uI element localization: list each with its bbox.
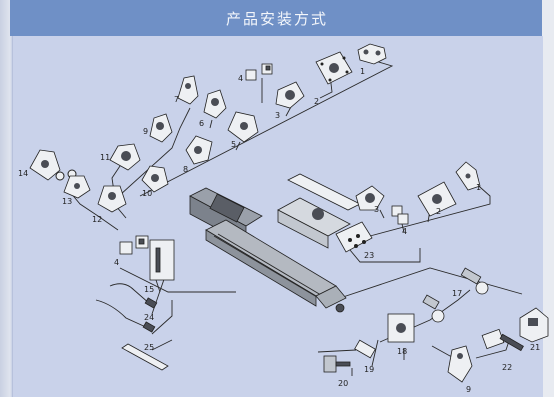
part-7-clevis: [177, 75, 199, 105]
part-21-clevis-bracket: [519, 307, 549, 343]
callout-21: 21: [530, 343, 540, 352]
callout-13: 13: [62, 197, 72, 206]
callout-11: 11: [100, 153, 110, 162]
callout-22: 22: [502, 363, 512, 372]
callout-24: 24: [144, 313, 154, 322]
callout-9-top: 9: [143, 127, 148, 136]
part-17-rod-eye: [460, 267, 489, 295]
callout-3-right: 3: [374, 205, 379, 214]
actuator-main-body: [189, 173, 373, 313]
part-15-mount-block: [149, 239, 175, 281]
page-title: 产品安装方式: [225, 9, 328, 28]
part-9-right-pivot-mount: [447, 345, 473, 383]
callout-2-right: 2: [436, 207, 441, 216]
callout-7: 7: [174, 95, 179, 104]
callout-18: 18: [397, 347, 407, 356]
callout-2-top: 2: [314, 97, 319, 106]
callout-9-bottom: 9: [466, 385, 471, 394]
part-1-right-bracket: [455, 161, 481, 191]
callout-3-top: 3: [275, 111, 280, 120]
callout-8: 8: [183, 165, 188, 174]
callout-23: 23: [364, 251, 374, 260]
callout-17: 17: [452, 289, 462, 298]
part-18-flange-plate: [387, 313, 415, 343]
callout-4-left: 4: [114, 258, 119, 267]
part-6-trunnion: [203, 89, 227, 119]
diagram-panel: [12, 36, 543, 397]
part-9-clevis-mount: [149, 113, 173, 143]
callout-10: 10: [142, 189, 152, 198]
callout-25: 25: [144, 343, 154, 352]
callout-19: 19: [364, 365, 374, 374]
part-11-bracket: [109, 143, 141, 171]
part-12-foot-bracket: [97, 185, 127, 213]
part-3-top-pivot: [275, 81, 305, 109]
callout-4-top: 4: [238, 74, 243, 83]
part-16-rod-end: [422, 294, 445, 323]
callout-12: 12: [92, 215, 102, 224]
part-5-pivot-block: [227, 111, 259, 143]
page-header: 产品安装方式: [10, 0, 544, 36]
part-22-threaded-rod-end: [481, 328, 524, 352]
part-19-rod-clevis: [354, 339, 376, 359]
part-1-top-bracket: [357, 43, 387, 65]
callout-1-right: 1: [476, 183, 481, 192]
part-4-top-blocks: [245, 63, 273, 81]
callout-15: 15: [144, 285, 154, 294]
callout-4-right: 4: [402, 227, 407, 236]
part-25-sensor-rail: [121, 343, 169, 371]
part-4-right-blocks: [391, 205, 409, 225]
callout-5: 5: [231, 140, 236, 149]
part-20-rod-coupler: [323, 355, 351, 373]
part-14-foot-mount: [29, 149, 77, 181]
right-margin: [542, 0, 554, 397]
part-3-right-pivot: [355, 185, 385, 211]
part-2-top-flange-plate: [315, 51, 353, 85]
part-13-clevis-foot: [63, 175, 91, 199]
callout-6: 6: [199, 119, 204, 128]
part-2-right-flange: [417, 181, 457, 217]
callout-20: 20: [338, 379, 348, 388]
part-8-square-flange: [185, 135, 213, 165]
part-10-round-flange: [141, 165, 169, 193]
callout-labels: 1 2 4 3 7 6 5 9 8 11 10 14 13 12 1 2 3 4…: [18, 67, 540, 394]
part-4-left-blocks: [119, 235, 149, 255]
callout-1-top: 1: [360, 67, 365, 76]
callout-14: 14: [18, 169, 28, 178]
part-24-sensor-cable: [95, 283, 158, 333]
